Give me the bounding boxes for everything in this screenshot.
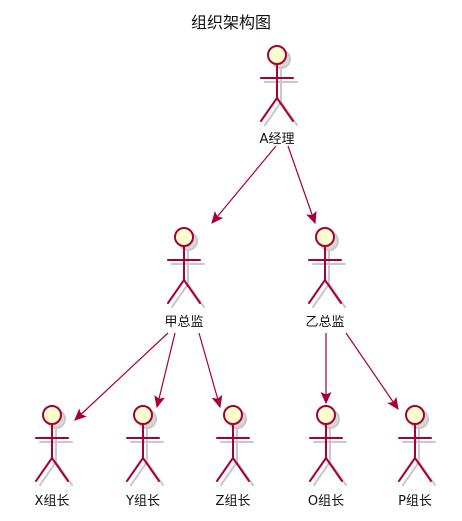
edge-a-to-yi xyxy=(287,145,316,224)
actor-p xyxy=(398,405,436,486)
actor-x-label: X组长 xyxy=(35,494,70,509)
actor-x-head xyxy=(42,405,62,425)
actor-p-label: P组长 xyxy=(398,494,432,509)
actor-o-label: O组长 xyxy=(308,494,344,509)
arrowhead-a-to-jia xyxy=(211,211,224,224)
actor-jia-shadow-body xyxy=(171,249,205,308)
actor-yi-label: 乙总监 xyxy=(305,315,344,330)
actor-yi-head xyxy=(315,227,335,247)
actor-a-body xyxy=(260,63,294,122)
actor-o-head xyxy=(316,405,336,425)
actor-yi xyxy=(308,227,346,308)
actor-jia xyxy=(167,227,205,308)
arrowhead-jia-to-y xyxy=(154,395,165,409)
actors-layer xyxy=(35,45,436,486)
actor-jia-head xyxy=(174,227,194,247)
actor-z xyxy=(216,405,254,486)
actor-z-shadow-body xyxy=(220,427,254,486)
actor-z-head xyxy=(223,405,243,425)
actor-jia-body xyxy=(167,245,201,304)
actor-y-body xyxy=(126,423,160,482)
actor-y-shadow-body xyxy=(130,427,164,486)
arrowhead-jia-to-x xyxy=(74,408,87,421)
actor-p-body xyxy=(398,423,432,482)
actor-y-head xyxy=(133,405,153,425)
edge-jia-to-z xyxy=(198,332,221,408)
edge-a-to-jia xyxy=(211,145,277,224)
arrowhead-jia-to-z xyxy=(211,394,223,409)
edge-yi-to-p xyxy=(345,332,399,410)
diagram-title: 组织架构图 xyxy=(191,13,271,32)
actor-a xyxy=(260,45,298,126)
actor-z-body xyxy=(216,423,250,482)
actor-a-head xyxy=(267,45,287,65)
arrowhead-a-to-yi xyxy=(306,210,317,225)
actor-p-head xyxy=(405,405,425,425)
actor-x-body xyxy=(35,423,69,482)
actor-x-shadow-body xyxy=(39,427,73,486)
arrowhead-yi-to-p xyxy=(387,396,399,411)
edge-jia-to-y xyxy=(156,332,176,408)
actor-a-label: A经理 xyxy=(260,132,295,147)
actor-yi-shadow-body xyxy=(312,249,346,308)
arrowhead-yi-to-o xyxy=(320,392,332,405)
actor-x xyxy=(35,405,73,486)
actor-o-body xyxy=(309,423,343,482)
actor-a-shadow-body xyxy=(264,67,298,126)
edge-jia-to-x xyxy=(74,332,169,421)
actor-yi-body xyxy=(308,245,342,304)
actor-y-label: Y组长 xyxy=(125,494,160,509)
actor-jia-label: 甲总监 xyxy=(164,315,203,330)
actor-z-label: Z组长 xyxy=(216,494,251,509)
actor-y xyxy=(126,405,164,486)
actor-p-shadow-body xyxy=(402,427,436,486)
edges-layer xyxy=(74,145,399,421)
actor-o xyxy=(309,405,347,486)
actor-o-shadow-body xyxy=(313,427,347,486)
